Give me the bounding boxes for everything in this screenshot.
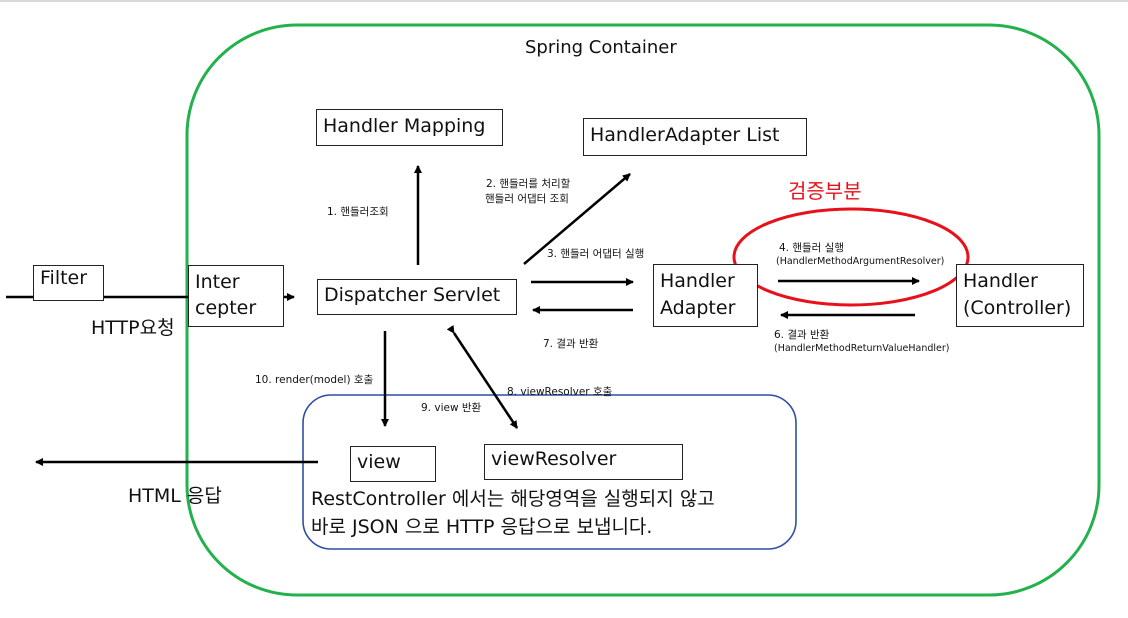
handler-adapter-box: Handler Adapter (653, 264, 758, 327)
note-line1: RestController 에서는 해당영역을 실행되지 않고 (311, 488, 715, 510)
step1-label: 1. 핸들러조회 (327, 206, 389, 218)
container-title: Spring Container (525, 37, 677, 58)
step4-label-line2: (HandlerMethodArgumentResolver) (776, 256, 945, 267)
handler-adapter-line2: Adapter (660, 297, 736, 319)
interceptor-box: Inter cepter (188, 265, 284, 327)
filter-box: Filter (33, 265, 104, 301)
view-box: view (350, 446, 436, 482)
handler-line2: (Controller) (963, 297, 1072, 319)
handler-adapter-list-box: HandlerAdapter List (583, 118, 807, 156)
step3-label: 3. 핸들러 어댑터 실행 (547, 248, 645, 260)
view-area-frame (302, 394, 797, 550)
step9-label: 9. view 반환 (421, 402, 482, 414)
step2-label-line2: 핸들러 어댑터 조회 (485, 193, 569, 205)
handler-adapter-line1: Handler (660, 270, 735, 292)
step10-label: 10. render(model) 호출 (255, 374, 374, 386)
interceptor-line1: Inter (195, 271, 240, 293)
step8-9-arrow (446, 324, 519, 429)
highlight-label: 검증부분 (788, 179, 862, 203)
handler-controller-box: Handler (Controller) (956, 264, 1084, 327)
step4-label-line1: 4. 핸들러 실행 (779, 242, 844, 254)
view-resolver-box: viewResolver (484, 444, 683, 480)
top-border (0, 0, 1128, 2)
step6-label-line1: 6. 결과 반환 (774, 329, 830, 341)
dispatcher-servlet-box: Dispatcher Servlet (317, 279, 517, 315)
http-request-label: HTTP요청 (91, 317, 175, 339)
rest-controller-note: RestController 에서는 해당영역을 실행되지 않고 바로 JSON… (311, 485, 715, 541)
step8-label: 8. viewResolver 호출 (507, 386, 613, 398)
step6-label-line2: (HandlerMethodReturnValueHandler) (774, 343, 950, 354)
spring-container-frame (185, 23, 1101, 597)
validation-highlight-ellipse (732, 207, 970, 307)
step7-label: 7. 결과 반환 (543, 338, 599, 350)
step2-label-line1: 2. 핸들러를 처리할 (486, 178, 571, 190)
html-response-label: HTML 응답 (128, 485, 222, 507)
note-line2: 바로 JSON 으로 HTTP 응답으로 보냅니다. (311, 516, 653, 538)
handler-line1: Handler (963, 270, 1038, 292)
handler-mapping-box: Handler Mapping (316, 109, 503, 146)
step2-arrow (523, 173, 631, 265)
interceptor-line2: cepter (195, 297, 257, 319)
